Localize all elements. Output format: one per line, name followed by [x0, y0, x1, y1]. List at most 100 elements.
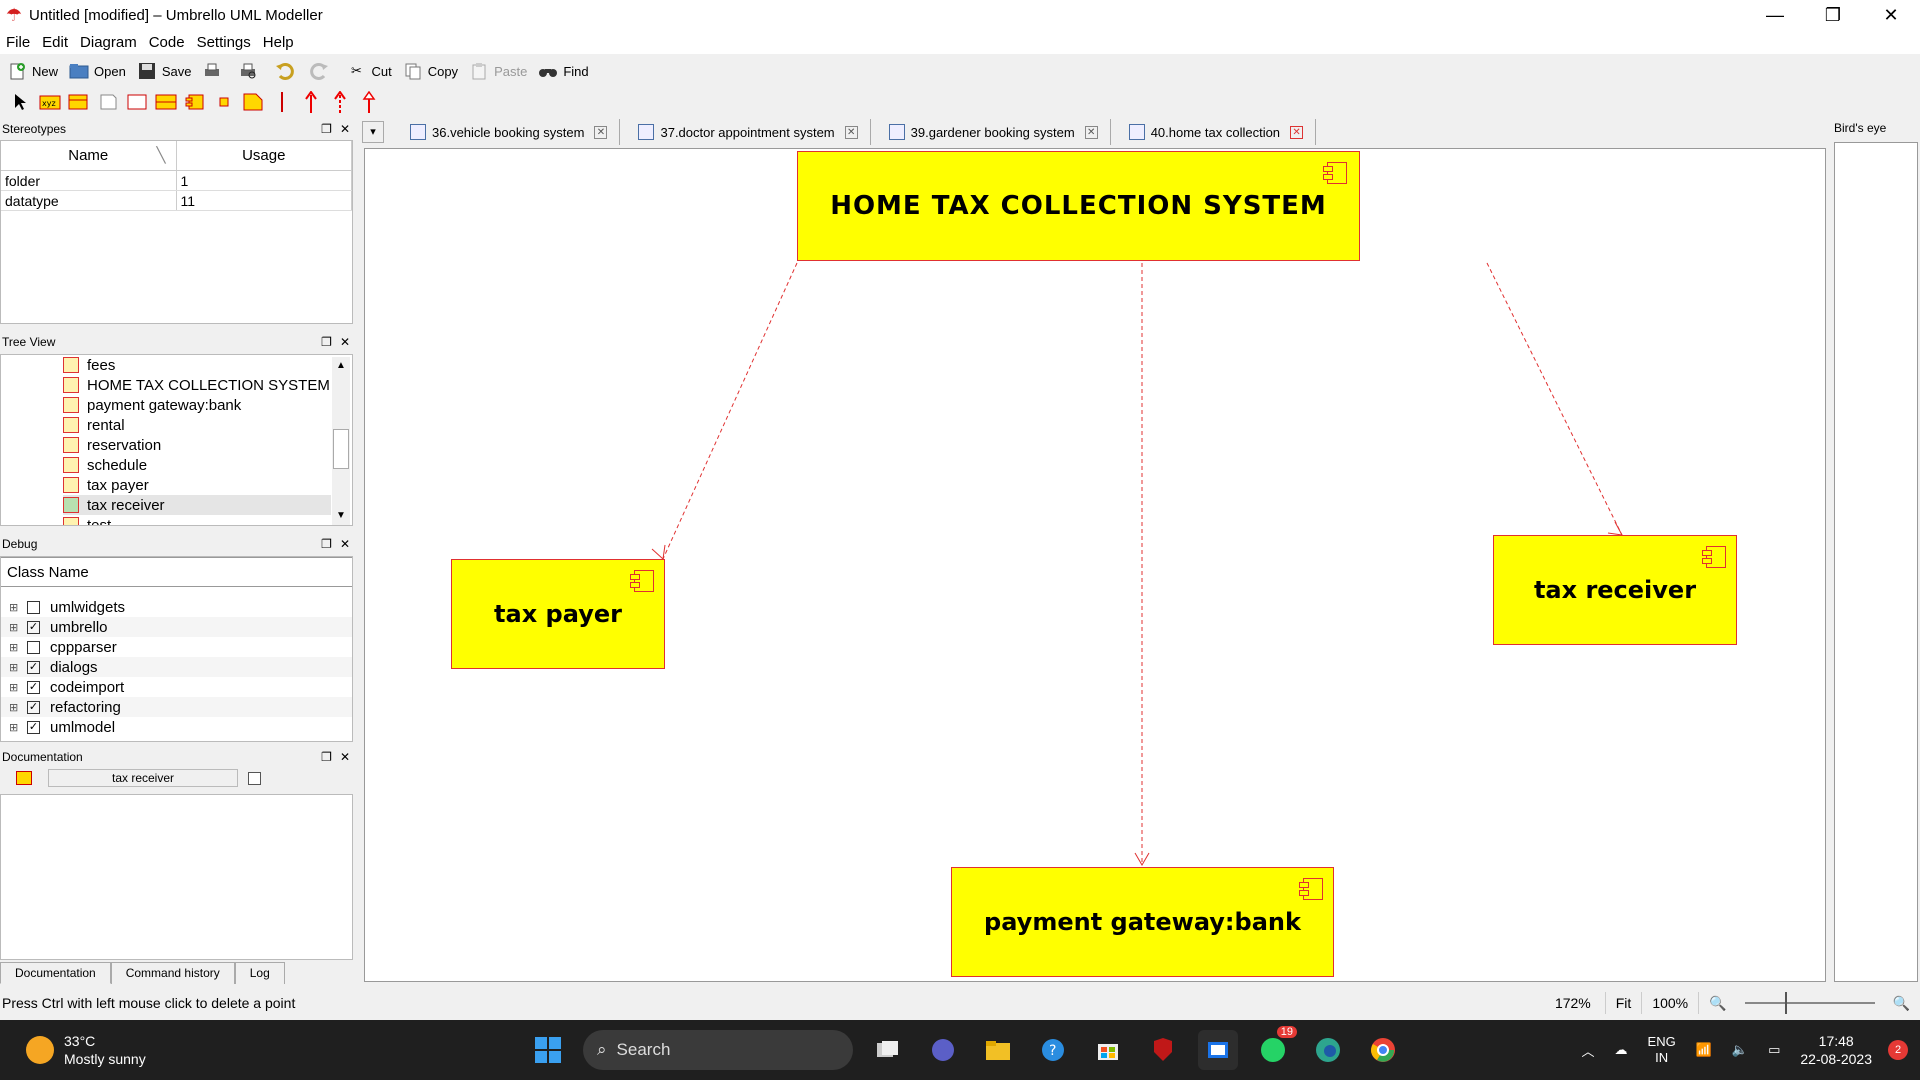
- minimize-button[interactable]: —: [1766, 5, 1784, 25]
- cut-button[interactable]: ✂ Cut: [345, 60, 392, 82]
- list-item[interactable]: ⊞✓refactoring: [1, 697, 352, 717]
- whatsapp-icon[interactable]: 19: [1253, 1026, 1297, 1070]
- text-tool-icon[interactable]: [153, 90, 179, 114]
- birds-eye-view[interactable]: [1834, 142, 1918, 982]
- volume-icon[interactable]: 🔈: [1731, 1042, 1749, 1057]
- menu-edit[interactable]: Edit: [42, 33, 69, 51]
- expand-icon[interactable]: ⊞: [9, 641, 19, 654]
- expand-icon[interactable]: ⊞: [9, 721, 19, 734]
- scroll-up-icon[interactable]: ▲: [336, 360, 346, 371]
- teams-chat-icon[interactable]: [923, 1030, 963, 1070]
- component-tax-payer[interactable]: tax payer: [451, 559, 665, 669]
- restore-button[interactable]: ❐: [1824, 5, 1842, 25]
- tree-item[interactable]: HOME TAX COLLECTION SYSTEM: [63, 375, 330, 395]
- scroll-down-icon[interactable]: ▼: [336, 510, 346, 521]
- close-icon[interactable]: ✕: [339, 537, 350, 551]
- box-tool-icon[interactable]: [124, 90, 150, 114]
- diagram-tab-active[interactable]: 40.home tax collection✕: [1116, 119, 1317, 145]
- expand-icon[interactable]: ⊞: [9, 601, 19, 614]
- wifi-icon[interactable]: 📶: [1695, 1042, 1712, 1057]
- class-tool-icon[interactable]: [66, 90, 92, 114]
- clock[interactable]: 17:48 22-08-2023: [1800, 1032, 1872, 1068]
- edge-icon[interactable]: [1308, 1030, 1348, 1070]
- mcafee-icon[interactable]: [1143, 1030, 1183, 1070]
- column-header-name[interactable]: Name╲: [1, 141, 177, 170]
- close-tab-icon[interactable]: ✕: [844, 125, 858, 139]
- table-row[interactable]: folder 1: [1, 171, 352, 191]
- debug-column-header[interactable]: Class Name: [1, 557, 352, 587]
- tree-item[interactable]: schedule: [63, 455, 147, 475]
- artifact-tool-icon[interactable]: [240, 90, 266, 114]
- taskbar-search[interactable]: ⌕ Search: [583, 1030, 853, 1070]
- tree-item-selected[interactable]: tax receiver: [63, 495, 331, 515]
- new-button[interactable]: New: [6, 60, 58, 82]
- list-item[interactable]: ⊞✓umbrello: [1, 617, 352, 637]
- save-button[interactable]: Save: [136, 60, 191, 82]
- expand-icon[interactable]: ⊞: [9, 681, 19, 694]
- dependency-arrow-icon[interactable]: [327, 90, 353, 114]
- component-tool-icon[interactable]: [182, 90, 208, 114]
- note-tool-icon[interactable]: [95, 90, 121, 114]
- checkbox[interactable]: ✓: [27, 700, 40, 714]
- scroll-thumb[interactable]: [333, 429, 349, 469]
- tree-item[interactable]: fees: [63, 355, 115, 375]
- chrome-icon[interactable]: [1363, 1030, 1403, 1070]
- checkbox[interactable]: ✓: [27, 620, 40, 634]
- print-button[interactable]: [201, 60, 227, 82]
- float-icon[interactable]: ❐: [321, 750, 332, 764]
- documentation-textarea[interactable]: [0, 794, 353, 960]
- tree-item[interactable]: payment gateway:bank: [63, 395, 241, 415]
- tree-scrollbar[interactable]: ▲ ▼: [332, 357, 350, 525]
- tab-documentation[interactable]: Documentation: [0, 962, 111, 984]
- umbrello-taskbar-icon[interactable]: [1198, 1030, 1238, 1070]
- expand-icon[interactable]: ⊞: [9, 701, 19, 714]
- help-icon[interactable]: ?: [1033, 1030, 1073, 1070]
- close-icon[interactable]: ✕: [339, 335, 350, 349]
- battery-icon[interactable]: ▭: [1768, 1042, 1781, 1057]
- tree-item[interactable]: reservation: [63, 435, 161, 455]
- undo-button[interactable]: [273, 60, 299, 82]
- expand-icon[interactable]: ⊞: [9, 661, 19, 674]
- file-explorer-icon[interactable]: [978, 1030, 1018, 1070]
- close-tab-icon[interactable]: ✕: [594, 125, 608, 139]
- datatype-tool-icon[interactable]: xyz: [37, 90, 63, 114]
- task-view-icon[interactable]: [868, 1030, 908, 1070]
- paste-button[interactable]: Paste: [468, 60, 527, 82]
- dependency-to-tax-receiver[interactable]: [1486, 262, 1623, 536]
- list-item[interactable]: ⊞✓codeimport: [9, 678, 125, 696]
- menu-help[interactable]: Help: [262, 33, 294, 51]
- zoom-100-button[interactable]: 100%: [1641, 992, 1698, 1014]
- tree-item[interactable]: rental: [63, 415, 125, 435]
- new-tab-icon[interactable]: ▾: [362, 121, 384, 143]
- list-item[interactable]: ⊞✓umlmodel: [9, 718, 116, 736]
- dependency-to-tax-payer[interactable]: [662, 262, 798, 560]
- generalization-arrow-icon[interactable]: [356, 90, 382, 114]
- diagram-tab[interactable]: 37.doctor appointment system✕: [626, 119, 871, 145]
- list-item[interactable]: ⊞cppparser: [9, 638, 117, 656]
- component-tax-receiver[interactable]: tax receiver: [1493, 535, 1737, 645]
- list-item[interactable]: ⊞✓dialogs: [1, 657, 352, 677]
- zoom-out-icon[interactable]: 🔍: [1698, 992, 1736, 1014]
- weather-widget[interactable]: 33°C Mostly sunny: [26, 1032, 146, 1068]
- expand-icon[interactable]: ⊞: [9, 621, 19, 634]
- association-arrow-icon[interactable]: [298, 90, 324, 114]
- diagram-tab[interactable]: 36.vehicle booking system✕: [398, 119, 621, 145]
- tab-log[interactable]: Log: [234, 962, 285, 984]
- onedrive-icon[interactable]: ☁: [1614, 1042, 1628, 1057]
- close-tab-icon[interactable]: ✕: [1084, 125, 1098, 139]
- close-icon[interactable]: ✕: [339, 750, 350, 764]
- menu-settings[interactable]: Settings: [196, 33, 251, 51]
- diagram-tab[interactable]: 39.gardener booking system✕: [877, 119, 1111, 145]
- documentation-checkbox[interactable]: [248, 771, 261, 785]
- checkbox[interactable]: ✓: [27, 680, 40, 694]
- fit-button[interactable]: Fit: [1604, 992, 1642, 1014]
- component-payment-gateway-bank[interactable]: payment gateway:bank: [951, 867, 1334, 977]
- float-icon[interactable]: ❐: [321, 537, 332, 551]
- menu-diagram[interactable]: Diagram: [80, 33, 137, 51]
- float-icon[interactable]: ❐: [321, 122, 332, 136]
- close-tab-icon[interactable]: ✕: [1290, 125, 1304, 139]
- list-item[interactable]: ⊞umlwidgets: [9, 598, 126, 616]
- diagram-canvas[interactable]: HOME TAX COLLECTION SYSTEM tax payer tax…: [364, 148, 1826, 982]
- redo-button[interactable]: [309, 60, 335, 82]
- find-button[interactable]: Find: [537, 60, 589, 82]
